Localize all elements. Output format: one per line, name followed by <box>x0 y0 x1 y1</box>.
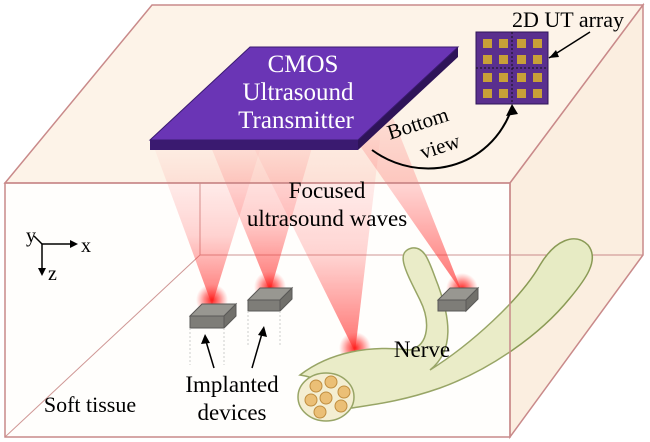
array-pointer-head <box>549 50 559 58</box>
axis-x-label: x <box>81 235 91 257</box>
curved-arrow-head <box>506 104 518 116</box>
chip-label-line1: CMOS <box>268 51 339 78</box>
ut-array-element <box>517 39 526 48</box>
axis-z-label: z <box>48 263 57 285</box>
nerve <box>297 238 594 422</box>
implanted-device-2 <box>246 286 294 313</box>
ut-array-element <box>499 89 508 98</box>
chip-label-line2: Ultrasound <box>242 79 354 106</box>
waves-label: ultrasound waves <box>247 206 407 231</box>
device-projection-lines <box>189 311 281 365</box>
ut-array-element <box>483 73 492 82</box>
device-pointer-1-head <box>201 334 210 344</box>
ut-array-element <box>533 89 542 98</box>
array-label: 2D UT array <box>512 7 624 32</box>
focused-label: Focused <box>289 178 366 203</box>
cmos-chip-top <box>148 46 460 141</box>
axis-arrows-icon: y x z <box>26 225 91 285</box>
ut-array-element <box>483 39 492 48</box>
axis-y-label: y <box>26 225 36 247</box>
ut-array-element <box>483 55 492 64</box>
ut-array-elements <box>483 39 542 98</box>
nerve-label: Nerve <box>394 337 450 362</box>
implanted-devices <box>188 286 480 365</box>
chip-label-line3: Transmitter <box>238 107 354 134</box>
ut-array-element <box>499 39 508 48</box>
ut-array-element <box>483 89 492 98</box>
implanted-device-3 <box>436 286 480 313</box>
soft-tissue-label: Soft tissue <box>44 392 136 417</box>
tissue-front-face <box>4 182 511 438</box>
ut-array-element <box>499 73 508 82</box>
devices-label: devices <box>198 400 267 425</box>
ut-array-element <box>517 55 526 64</box>
ut-array-element <box>499 55 508 64</box>
ut-array-bottom-view: 2D UT array <box>475 7 624 105</box>
cmos-chip-side <box>150 140 358 150</box>
ut-array-element <box>517 89 526 98</box>
ut-array-element <box>533 55 542 64</box>
ut-array-element <box>533 73 542 82</box>
device-pointer-2 <box>251 329 264 369</box>
cmos-chip: CMOS Ultrasound Transmitter <box>148 46 460 150</box>
curved-arrow-icon <box>371 107 513 170</box>
nerve-fascicles <box>304 375 351 419</box>
cmos-chip-side-right <box>358 47 458 150</box>
tissue-back-edge-d <box>4 254 201 438</box>
device-pointer-2-head <box>258 326 267 337</box>
beam-3 <box>250 140 380 352</box>
implanted-label: Implanted <box>185 372 279 397</box>
implanted-device-1 <box>188 302 238 330</box>
ut-array-element <box>517 73 526 82</box>
ut-array-element <box>533 39 542 48</box>
nerve-body <box>298 238 594 409</box>
